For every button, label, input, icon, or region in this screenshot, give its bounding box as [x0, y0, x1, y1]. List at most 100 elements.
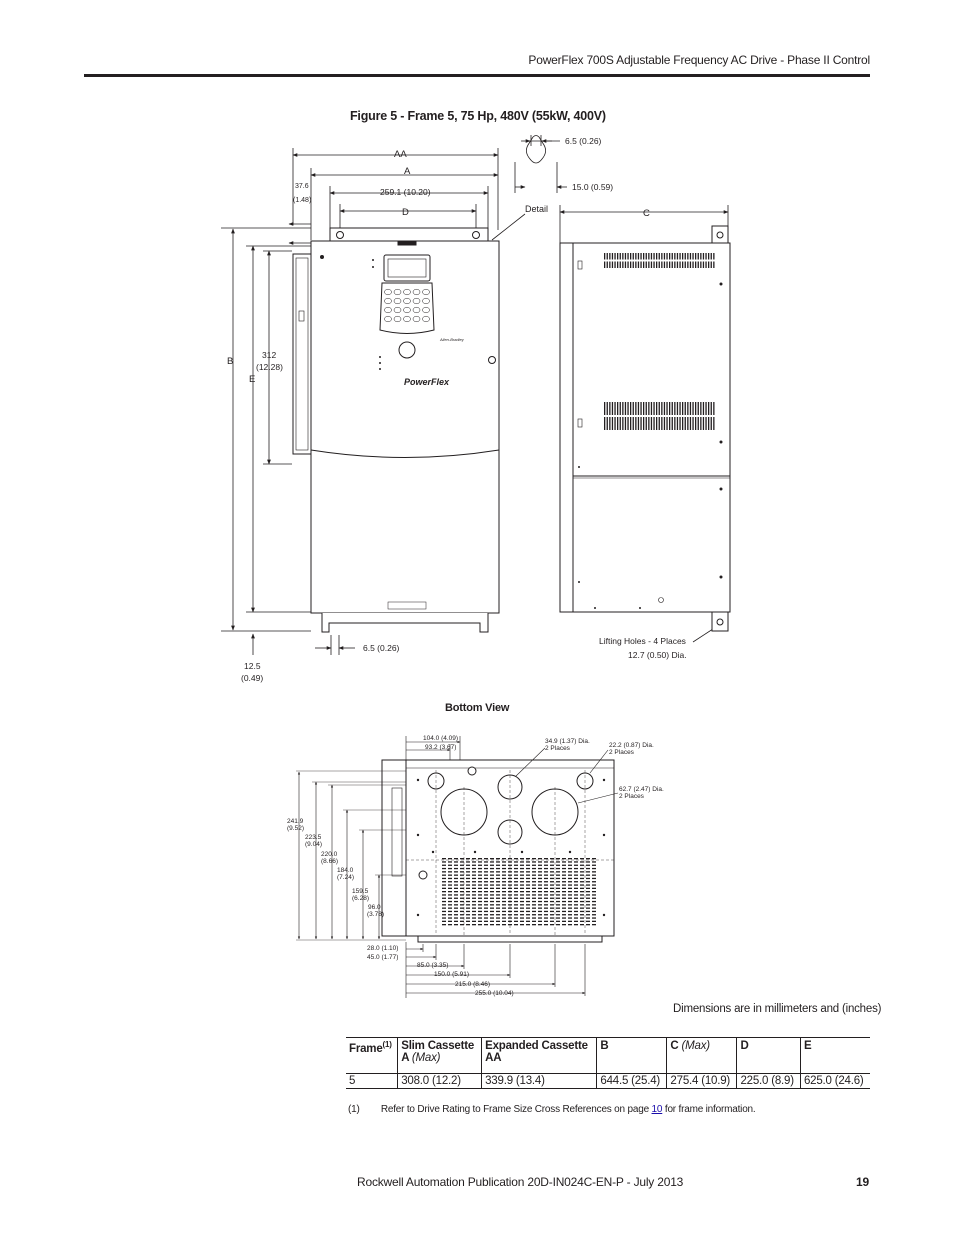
table-header-cell: C (Max) [666, 1037, 737, 1074]
grille-slot [496, 914, 500, 916]
vent-slot [624, 402, 627, 415]
grille-slot [442, 904, 446, 906]
grille-slot [514, 871, 518, 873]
grille-slot [574, 858, 578, 860]
grille-slot [592, 884, 596, 886]
vent-slot [676, 253, 679, 260]
grille-slot [442, 858, 446, 860]
grille-slot [544, 871, 548, 873]
dim-6-5-bottom: 6.5 (0.26) [363, 643, 400, 653]
grille-slot [586, 907, 590, 909]
vent-slot [611, 417, 614, 430]
grille-slot [484, 897, 488, 899]
grille-slot [454, 867, 458, 870]
keypad-key [422, 306, 430, 314]
vent-slot [669, 402, 671, 415]
grille-slot [520, 877, 524, 880]
vent-slot [687, 253, 689, 260]
grille-slot [454, 924, 458, 926]
grille-slot [448, 861, 452, 863]
grille-slot [550, 884, 554, 886]
grille-slot [586, 904, 590, 906]
grille-slot [460, 904, 464, 906]
footnote-page-link[interactable]: 10 [651, 1104, 663, 1115]
grille-slot [502, 914, 506, 916]
grille-slot [448, 914, 452, 916]
grille-slot [586, 910, 590, 913]
grille-slot [478, 877, 482, 880]
lifting-holes-label: Lifting Holes - 4 Places [599, 636, 686, 646]
grille-slot [532, 891, 536, 893]
grille-slot [526, 874, 530, 876]
bv-241-in: (9.52) [287, 825, 304, 832]
vent-slot [606, 253, 608, 260]
grille-slot [592, 867, 596, 870]
grille-slot [478, 907, 482, 909]
grille-slot [574, 891, 578, 893]
vent-slot [637, 402, 640, 415]
grille-slot [520, 894, 524, 896]
grille-slot [592, 881, 596, 883]
grille-slot [526, 891, 530, 893]
grille-slot [490, 900, 494, 903]
vent-slot [632, 261, 634, 268]
grille-slot [580, 924, 584, 926]
grille-slot [514, 894, 518, 896]
grille-slot [580, 897, 584, 899]
vent-slot [614, 261, 616, 268]
grille-slot [478, 858, 482, 860]
grille-slot [454, 858, 458, 860]
vent-slot [692, 417, 694, 430]
grille-slot [574, 881, 578, 883]
grille-slot [556, 881, 560, 883]
grille-slot [574, 897, 578, 899]
grille-slot [508, 887, 512, 889]
vent-slot [663, 402, 666, 415]
grille-slot [538, 877, 542, 880]
vent-slot [624, 253, 627, 260]
vent-slot [697, 417, 699, 430]
grille-slot [490, 897, 494, 899]
dim-37-6-in: (1.48) [293, 197, 311, 204]
grille-slot [574, 917, 578, 919]
grille-slot [466, 907, 470, 909]
grille-slot [484, 867, 488, 870]
grille-slot [490, 904, 494, 906]
footer-publication: Rockwell Automation Publication 20D-IN02… [357, 1175, 684, 1189]
vent-slot [676, 402, 679, 415]
grille-slot [526, 894, 530, 896]
grille-slot [538, 910, 542, 913]
grille-slot [472, 861, 476, 863]
grille-slot [496, 910, 500, 913]
grille-slot [472, 884, 476, 886]
grille-slot [550, 920, 554, 922]
grille-slot [580, 877, 584, 880]
table-header-cell: D [736, 1037, 801, 1074]
grille-slot [574, 910, 578, 913]
vent-slot [697, 402, 699, 415]
grille-slot [508, 904, 512, 906]
grille-slot [484, 900, 488, 903]
grille-slot [556, 920, 560, 922]
grille-slot [544, 887, 548, 889]
grille-slot [574, 920, 578, 922]
keypad-key [422, 288, 430, 296]
vent-slot [643, 402, 645, 415]
keypad-key [403, 315, 411, 323]
vent-slot [606, 402, 608, 415]
grille-slot [478, 871, 482, 873]
grille-slot [520, 920, 524, 922]
vent-slot [708, 253, 710, 260]
grille-slot [496, 864, 500, 866]
grille-slot [538, 864, 542, 866]
grille-slot [448, 910, 452, 913]
keypad-key [384, 306, 392, 314]
vent-slot [679, 402, 681, 415]
vent-slot [697, 261, 699, 268]
grille-slot [448, 864, 452, 866]
grille-slot [568, 858, 572, 860]
grille-slot [592, 917, 596, 919]
grille-slot [586, 887, 590, 889]
vent-slot [640, 253, 642, 260]
grille-slot [466, 887, 470, 889]
